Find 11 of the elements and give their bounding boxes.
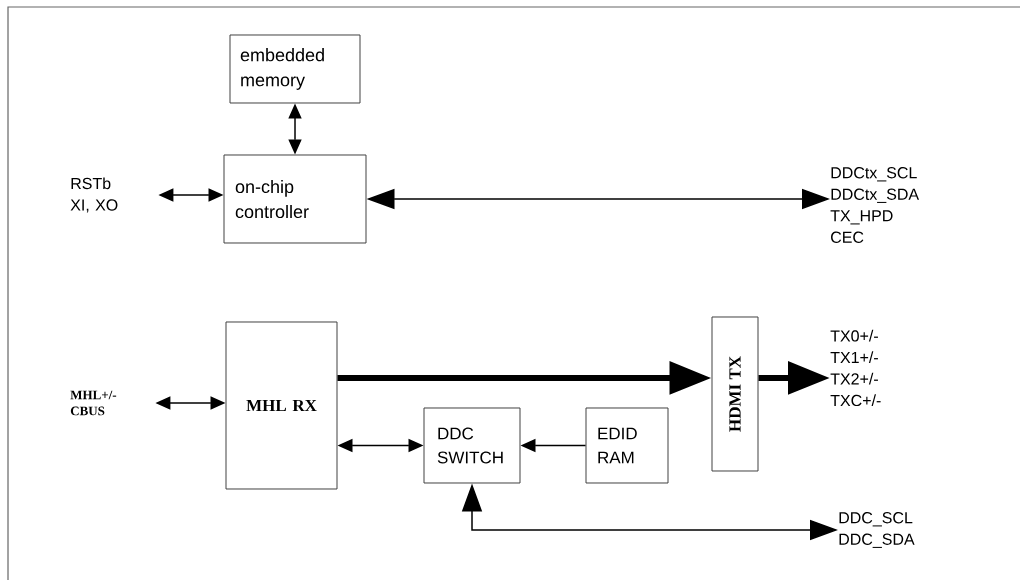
pin-label: TX0+/- TX1+/- TX2+/- TXC+/- <box>830 329 881 407</box>
switch-box: DDC SWITCH <box>423 407 521 484</box>
pin-label: DDC_SCL DDC_SDA <box>839 512 915 548</box>
ram-box: EDID RAM <box>585 407 669 484</box>
receiver-box: MHL RX <box>225 321 338 490</box>
transmitter-box: HDMI TX <box>711 316 759 472</box>
pin-label: MHL+/- CBUS <box>70 390 117 416</box>
controller-box: on-chip controller <box>223 154 367 244</box>
memory-box: embedded memory <box>229 34 361 104</box>
pin-label: DDCtx_SCL DDCtx_SDA TX_HPD CEC <box>830 167 920 243</box>
pin-label: RSTb XI, XO <box>70 177 118 213</box>
